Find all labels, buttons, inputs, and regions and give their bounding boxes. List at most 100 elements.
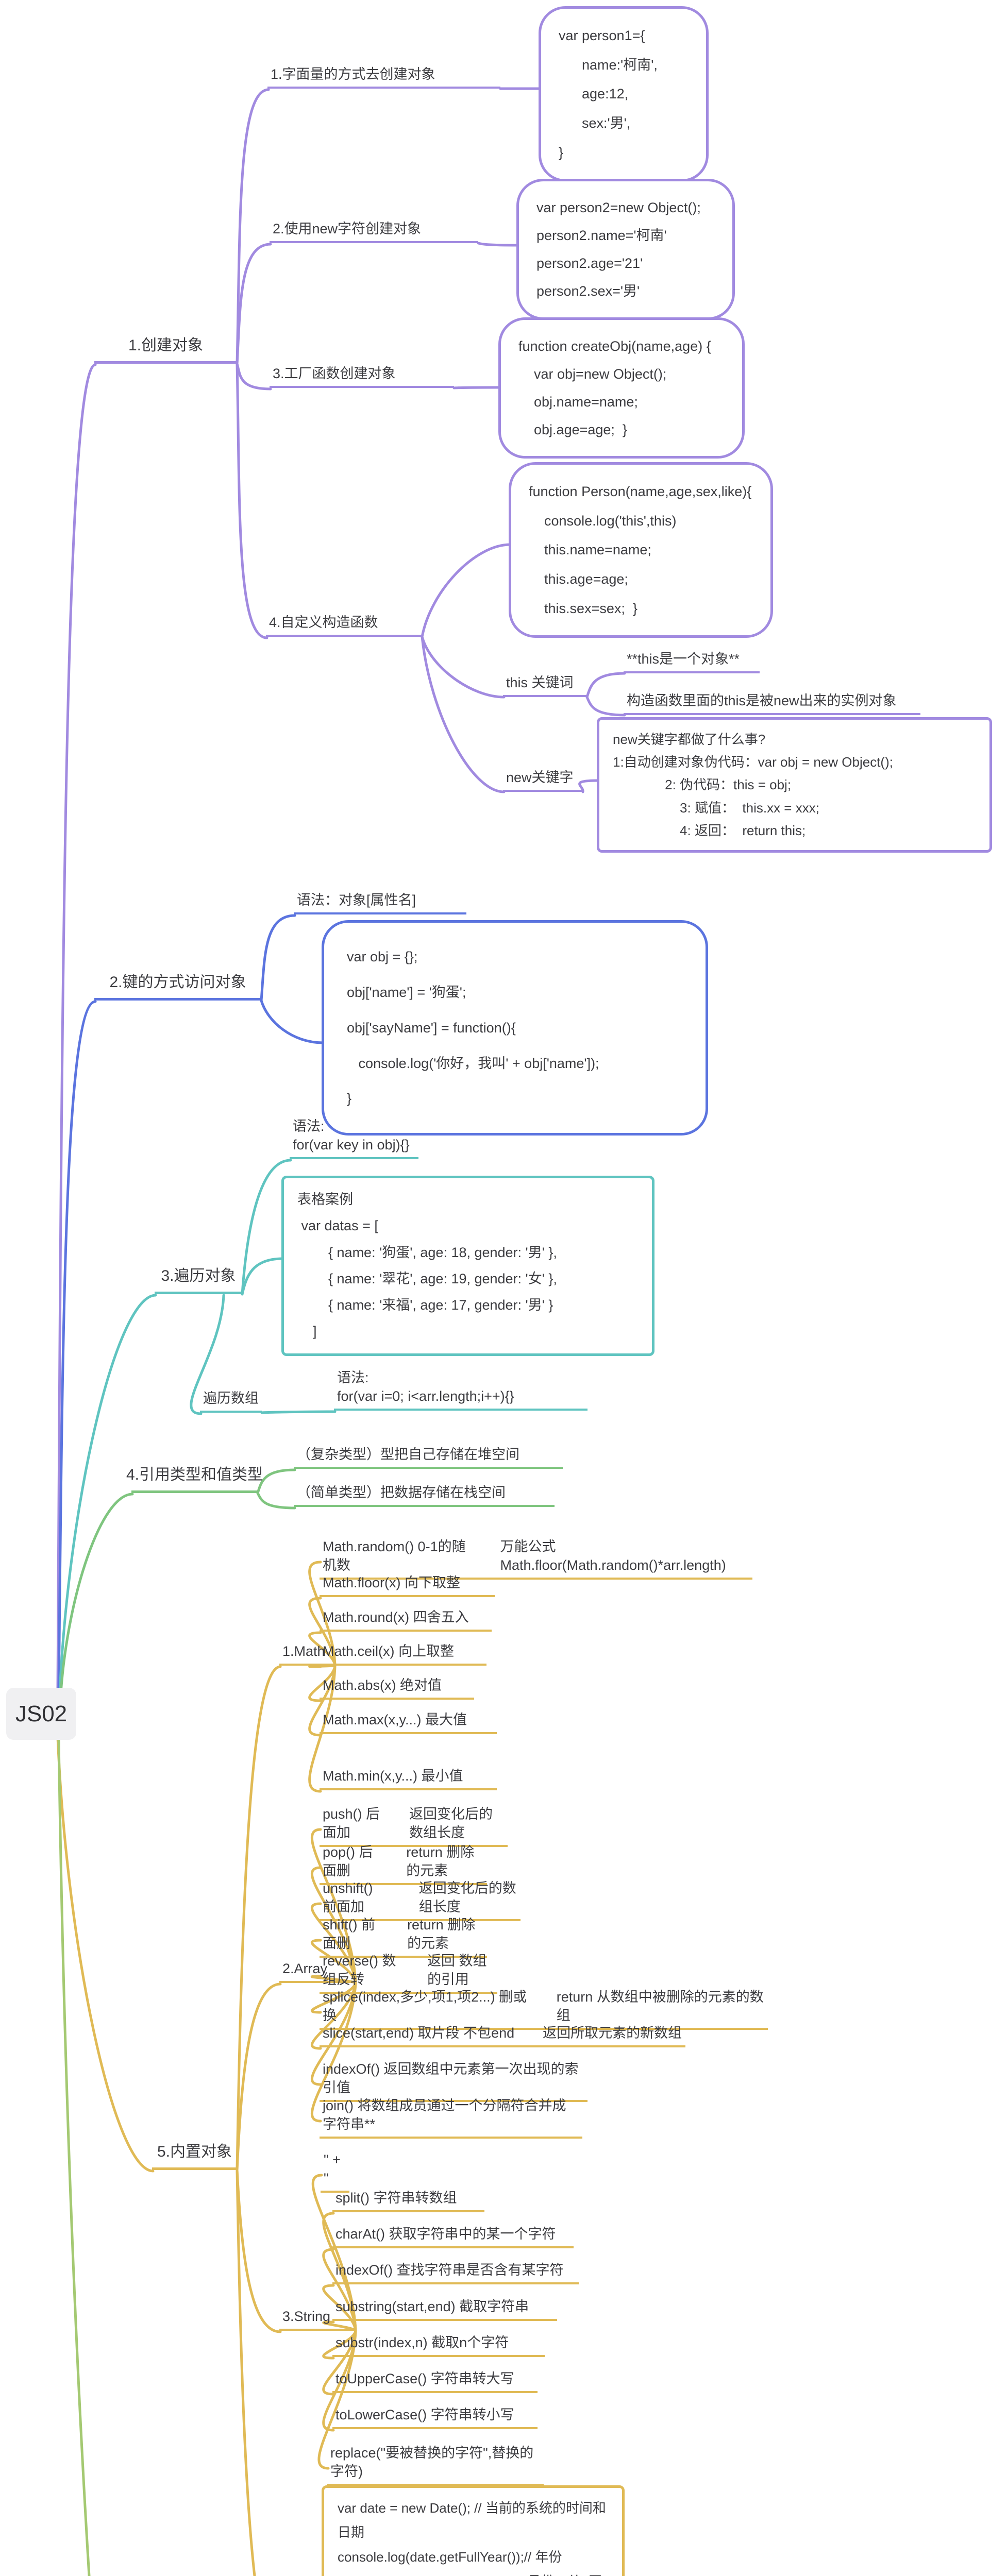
note-this-is-object[interactable]: **this是一个对象** [624,650,760,673]
connector [57,1737,91,2576]
string-item-touppercase[interactable]: toUpperCase() 字符串转大写 [332,2369,538,2393]
connector [421,635,506,699]
connector [56,1736,155,2173]
code-factory-function[interactable]: function createObj(name,age) { var obj=n… [498,317,745,459]
connector [452,386,501,389]
note-stack-storage[interactable]: （简单类型）把数据存储在栈空间 [294,1483,555,1507]
connector [57,1000,97,1692]
topic-math[interactable]: 1.Math [279,1642,335,1666]
note-heap-storage[interactable]: （复杂类型）型把自己存储在堆空间 [294,1445,563,1469]
connector [190,1294,225,1415]
connector [308,1664,337,1702]
topic-this-keyword[interactable]: this 关键词 [503,673,587,697]
math-item-min[interactable]: Math.min(x,y...) 最小值 [320,1767,497,1790]
connector [236,362,268,639]
branch-ref-vs-value[interactable]: 4.引用类型和值类型 [126,1465,263,1493]
connector [236,1982,282,2172]
connector [322,2329,357,2396]
topic-factory-create[interactable]: 3.工厂函数创建对象 [270,364,454,388]
topic-custom-constructor[interactable]: 4.自定义构造函数 [266,613,422,637]
connector [308,1631,337,1667]
root-topic[interactable]: JS02 [6,1688,76,1740]
connector [260,914,296,1002]
connector [308,1664,337,1668]
connector [308,1597,337,1667]
code-key-access[interactable]: var obj = {}; obj['name'] = '狗蛋'; obj['s… [322,920,708,1136]
connector [311,1981,357,2086]
connector [260,999,325,1044]
math-item-abs[interactable]: Math.abs(x) 绝对值 [320,1676,474,1700]
note-this-instance[interactable]: 构造函数里面的this是被new出来的实例对象 [624,691,920,715]
string-item-split[interactable]: split() 字符串转数组 [332,2189,484,2212]
connector [585,696,626,717]
topic-array[interactable]: 2.Array [279,1959,356,1983]
branch-builtin-objects[interactable]: 5.内置对象 [152,2142,237,2170]
connector [58,1294,157,1693]
connector [59,1493,134,1694]
code-person2-new[interactable]: var person2=new Object(); person2.name='… [516,179,735,320]
string-item-charat[interactable]: charAt() 获取字符串中的某一个字符 [332,2225,574,2248]
math-item-random[interactable]: Math.random() 0-1的随机数万能公式 Math.floor(Mat… [320,1537,752,1580]
connector [421,635,506,793]
connector [310,1939,357,1985]
connector [236,2168,282,2333]
connector [256,1468,296,1495]
connector [421,543,512,638]
note-new-keyword-steps[interactable]: new关键字都做了什么事? 1:自动创建对象伪代码：var obj = new … [597,717,992,853]
topic-forin-syntax[interactable]: 语法: for(var key in obj){} [290,1117,418,1159]
connector [236,88,270,365]
string-item-replace[interactable]: replace("要被替换的字符",替换的字符) [327,2444,544,2486]
connector [477,242,519,247]
topic-for-loop-syntax[interactable]: 语法: for(var i=0; i<arr.length;i++){} [334,1368,588,1411]
connector [322,2248,357,2332]
connector [236,243,272,365]
array-item-join[interactable]: join() 将数组成员通过一个分隔符合并成字符串** [320,2096,582,2139]
connector [241,1159,292,1296]
math-item-floor[interactable]: Math.floor(x) 向下取整 [320,1573,495,1597]
branch-key-access[interactable]: 2.键的方式访问对象 [94,972,261,1001]
branch-create-object[interactable]: 1.创建对象 [94,335,237,364]
connector [322,2284,357,2332]
connector [317,2329,357,2470]
topic-new-create[interactable]: 2.使用new字符创建对象 [270,219,478,243]
topic-literal-create[interactable]: 1.字面量的方式去创建对象 [267,65,500,89]
topic-new-keyword[interactable]: new关键字 [503,768,583,792]
code-table-case[interactable]: 表格案例 var datas = [ { name: '狗蛋', age: 18… [281,1176,654,1356]
connector [256,1492,296,1510]
connector [311,1902,357,1985]
connector [236,1665,282,2172]
string-item-indexof[interactable]: indexOf() 查找字符串是否含有某字符 [332,2261,579,2284]
topic-string[interactable]: 3.String [279,2307,356,2331]
connector [308,1664,337,1737]
code-person-constructor[interactable]: function Person(name,age,sex,like){ cons… [509,462,773,638]
topic-iterate-array[interactable]: 遍历数组 [200,1389,262,1413]
array-item-unshift[interactable]: unshift() 前面加返回变化后的数组长度 [320,1879,521,1921]
connector [260,1410,337,1414]
array-item-reverse[interactable]: reverse() 数组反转返回 数组的引用 [320,1952,497,1994]
string-item-substr[interactable]: substr(index,n) 截取n个字符 [332,2333,545,2357]
connector [308,1664,337,1793]
string-item-tolowercase[interactable]: toLowerCase() 字符串转小写 [332,2405,538,2429]
string-item-plus[interactable]: " + " [321,2150,349,2193]
branch-iterate-object[interactable]: 3.遍历对象 [155,1266,242,1294]
string-item-substring[interactable]: substring(start,end) 截取字符串 [332,2297,557,2321]
array-item-indexof[interactable]: indexOf() 返回数组中元素第一次出现的索引值 [320,2060,588,2102]
array-item-push[interactable]: push() 后面加返回变化后的数组长度 [320,1805,508,1847]
code-date-getters[interactable]: var date = new Date(); // 当前的系统的时间和日期 co… [322,2485,625,2576]
math-item-round[interactable]: Math.round(x) 四舍五入 [320,1608,492,1632]
connector [236,2168,256,2576]
topic-key-access-syntax[interactable]: 语法：对象[属性名] [294,891,466,914]
connector [56,363,97,1692]
math-random-formula: 万能公式 Math.floor(Math.random()*arr.length… [500,1539,726,1573]
connector [322,2329,357,2360]
connector [310,1866,357,1985]
math-item-ceil[interactable]: Math.ceil(x) 向上取整 [320,1642,486,1666]
math-item-max[interactable]: Math.max(x,y...) 最大值 [320,1710,497,1734]
code-person1-literal[interactable]: var person1={ name:'柯南', age:12, sex:'男'… [539,6,709,182]
